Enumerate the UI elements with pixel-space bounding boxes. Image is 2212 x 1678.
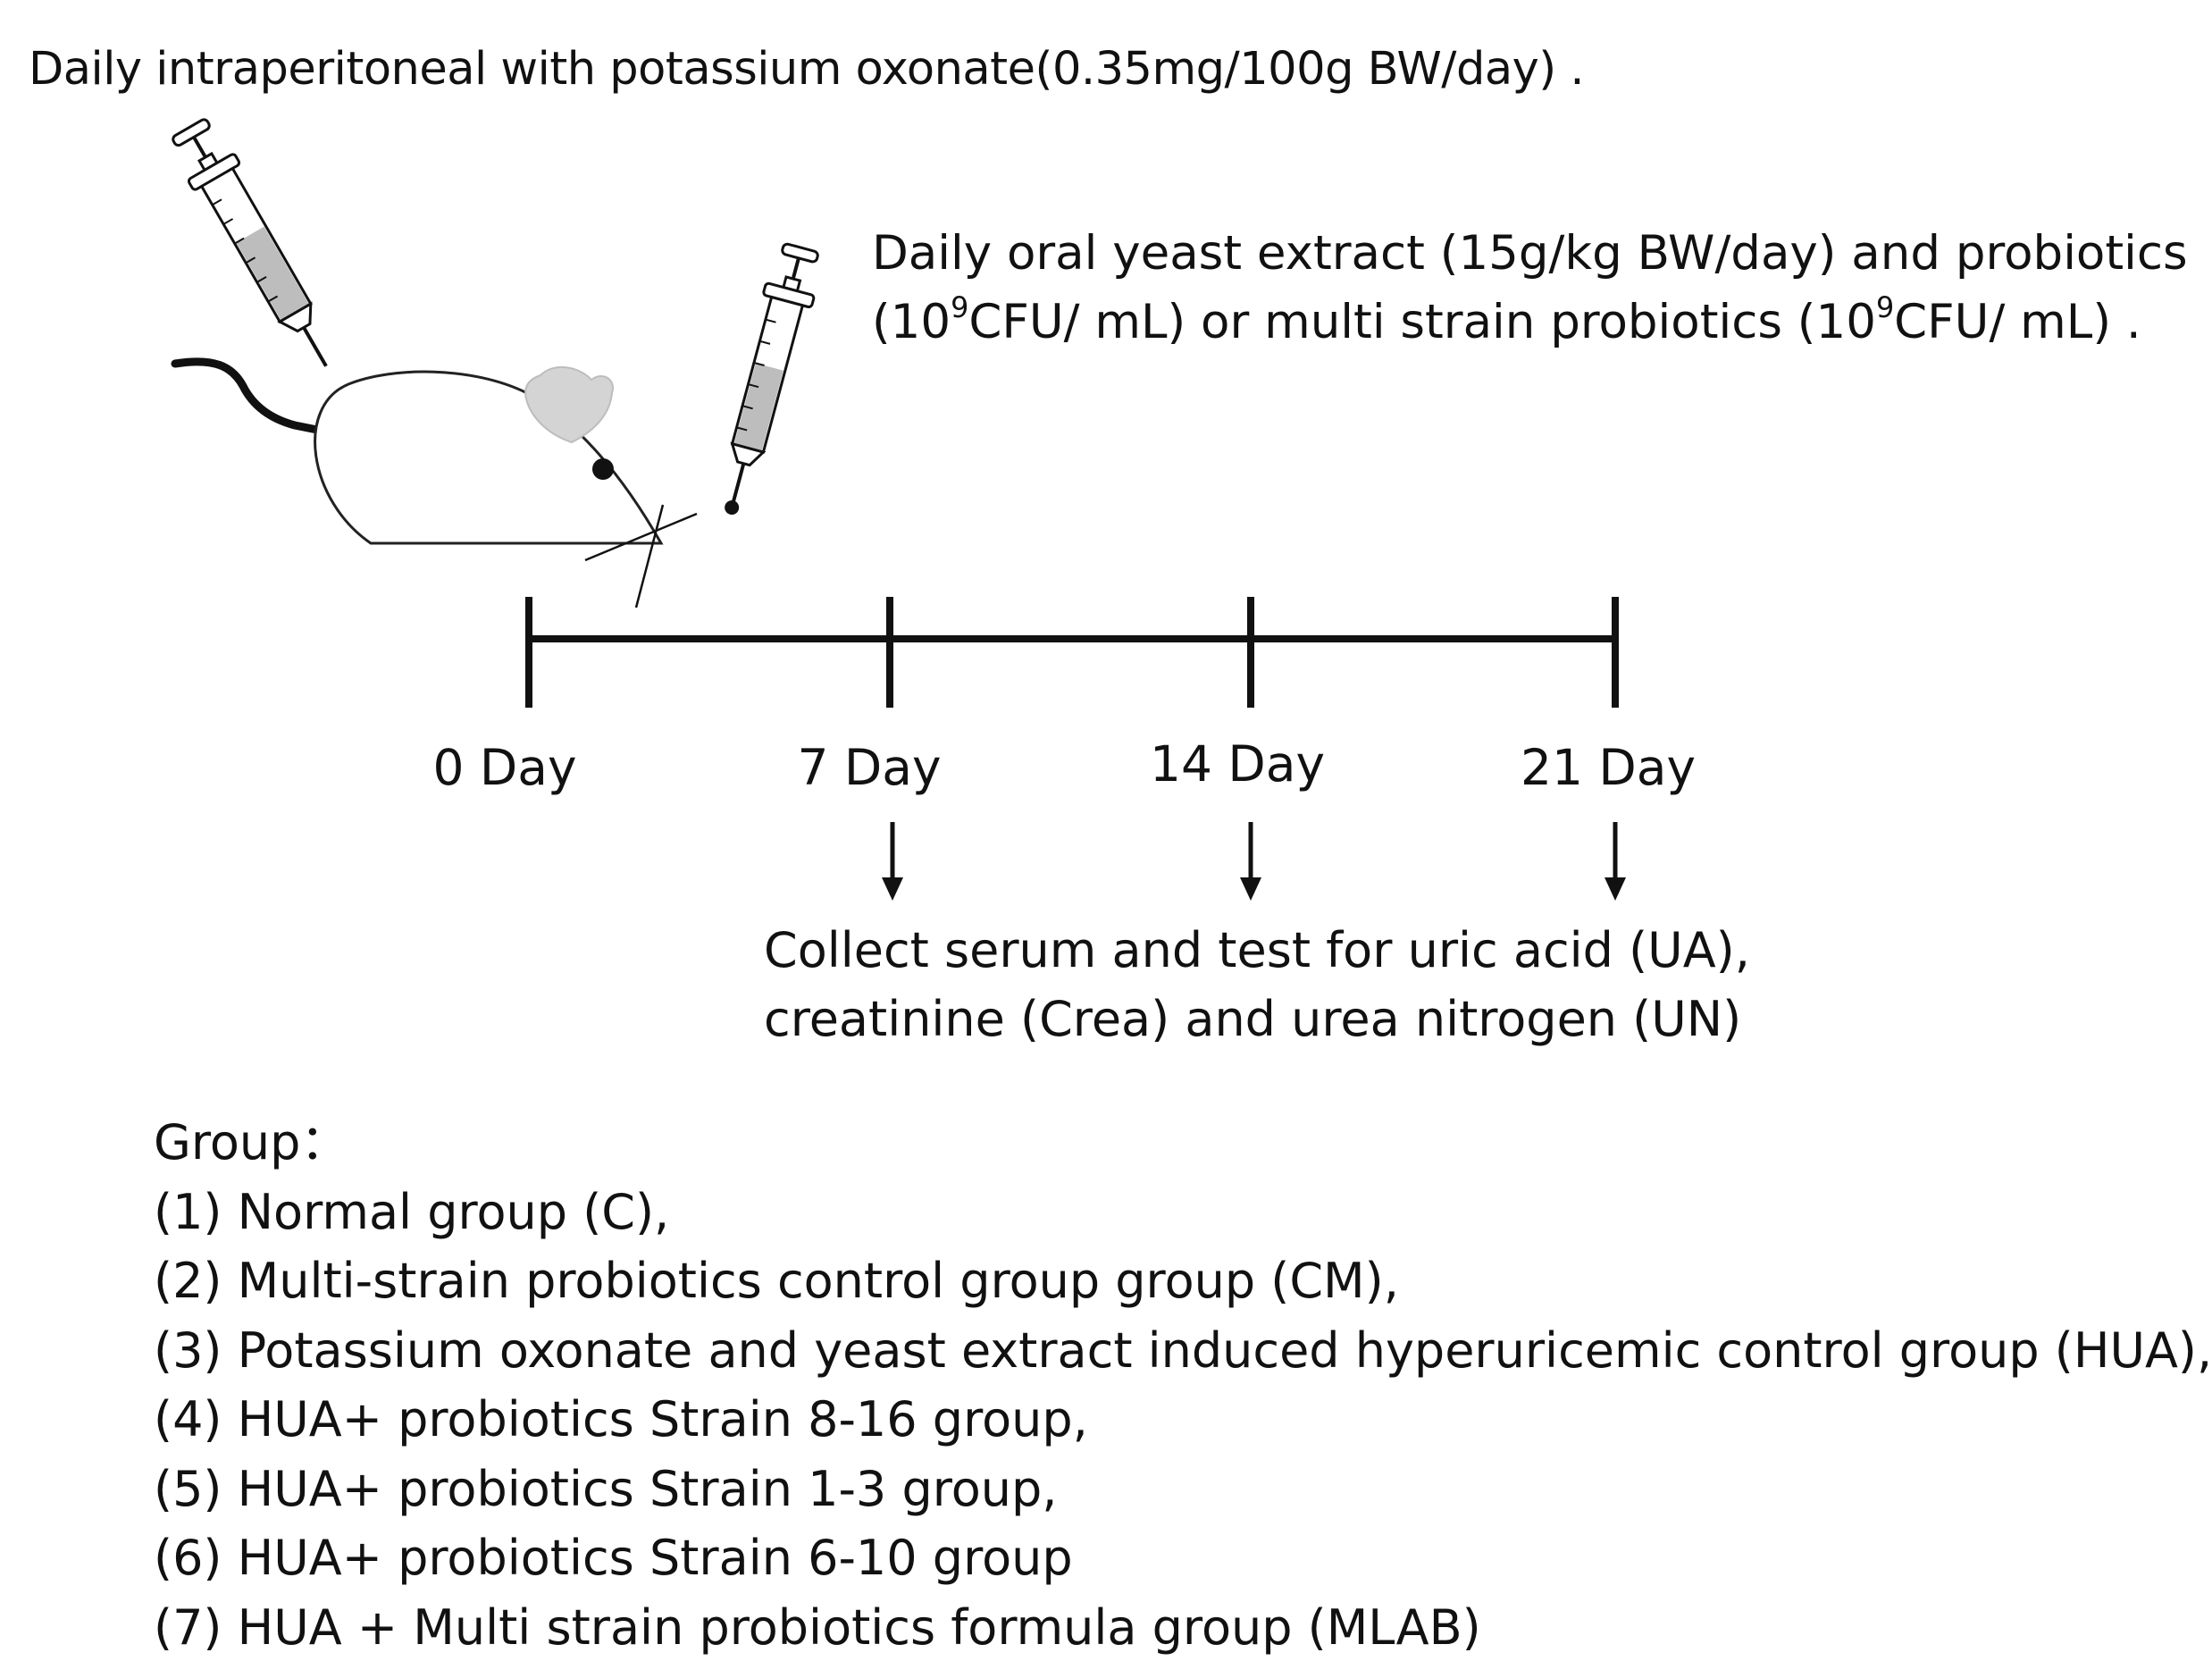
- group-list: Group： (1) Normal group (C), (2) Multi-s…: [154, 1108, 2212, 1662]
- oral-text-part: (10: [872, 295, 951, 349]
- oral-description-line2: (109CFU/ mL) or multi strain probiotics …: [872, 288, 2188, 357]
- group-item: (3) Potassium oxonate and yeast extract …: [154, 1321, 2212, 1379]
- timeline: [525, 597, 1619, 708]
- mouse-ear: [524, 365, 614, 444]
- collection-description: Collect serum and test for uric acid (UA…: [764, 916, 1750, 1053]
- arrow-down-icon: [1605, 822, 1626, 901]
- group-item: (7) HUA + Multi strain probiotics formul…: [154, 1598, 1481, 1656]
- timeline-label-day-7: 7 Day: [797, 739, 942, 796]
- superscript: 9: [951, 290, 969, 324]
- group-item: (2) Multi-strain probiotics control grou…: [154, 1253, 1399, 1309]
- whisker-2: [634, 504, 665, 608]
- whisker-1: [584, 512, 698, 562]
- arrow-down-icon: [1240, 822, 1261, 901]
- timeline-label-day-0: 0 Day: [432, 739, 577, 796]
- injection-description: Daily intraperitoneal with potassium oxo…: [29, 43, 1585, 96]
- group-list-title: Group：: [154, 1114, 349, 1170]
- group-item: (5) HUA+ probiotics Strain 1-3 group,: [154, 1460, 1058, 1517]
- collection-line1: Collect serum and test for uric acid (UA…: [764, 922, 1750, 978]
- group-item: (6) HUA+ probiotics Strain 6-10 group: [154, 1530, 1073, 1586]
- mouse-body: [314, 370, 664, 545]
- group-item: (1) Normal group (C),: [154, 1183, 670, 1240]
- syringe-intraperitoneal-icon: [172, 118, 328, 367]
- syringe-oral-icon: [725, 242, 819, 516]
- oral-text-part: CFU/ mL) or multi strain probiotics (10: [968, 295, 1876, 349]
- mouse-tail: [171, 357, 326, 435]
- arrow-down-icon: [882, 822, 903, 901]
- oral-text-part: CFU/ mL) .: [1894, 295, 2141, 349]
- timeline-label-day-21: 21 Day: [1520, 739, 1697, 796]
- group-item: (4) HUA+ probiotics Strain 8-16 group,: [154, 1391, 1088, 1447]
- timeline-label-day-14: 14 Day: [1149, 735, 1326, 793]
- mouse-illustration: [171, 357, 698, 608]
- collection-arrows: [882, 822, 1626, 901]
- oral-description: Daily oral yeast extract (15g/kg BW/day)…: [872, 219, 2188, 357]
- mouse-eye: [592, 458, 614, 480]
- superscript: 9: [1875, 290, 1895, 324]
- oral-description-line1: Daily oral yeast extract (15g/kg BW/day)…: [872, 226, 2188, 281]
- collection-line2: creatinine (Crea) and urea nitrogen (UN): [764, 991, 1742, 1047]
